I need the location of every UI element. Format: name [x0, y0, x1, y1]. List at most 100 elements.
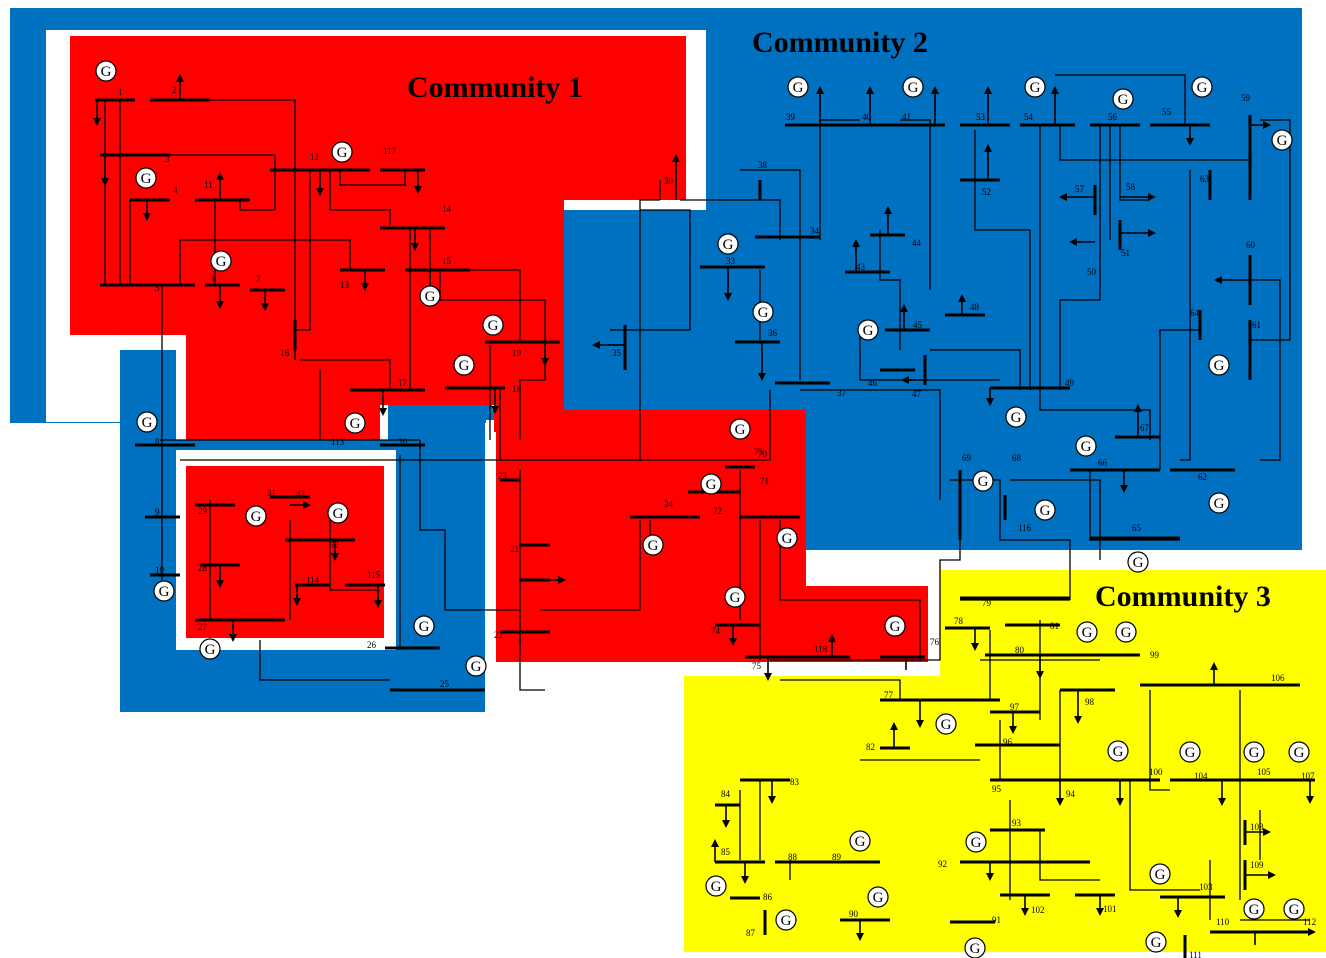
- svg-text:G: G: [459, 358, 470, 374]
- bus-label: 58: [1126, 182, 1136, 192]
- bus-label: 105: [1257, 767, 1271, 777]
- bus-label: 26: [367, 640, 377, 650]
- generator-icon: G: [1146, 932, 1166, 952]
- generator-icon: G: [777, 528, 797, 548]
- svg-text:G: G: [1133, 555, 1144, 571]
- bus-label: 83: [790, 777, 800, 787]
- svg-text:G: G: [471, 659, 482, 675]
- svg-text:G: G: [1294, 745, 1305, 761]
- bus-label: 110: [1216, 917, 1230, 927]
- bus-label: 4: [173, 185, 178, 195]
- bus-label: 93: [1012, 818, 1022, 828]
- bus-label: 1: [118, 87, 123, 97]
- bus-label: 100: [1149, 767, 1163, 777]
- bus-label: 43: [856, 262, 866, 272]
- bus-label: 12: [310, 152, 319, 162]
- generator-icon: G: [1025, 77, 1045, 97]
- bus-label: 11: [204, 180, 213, 190]
- bus-label: 104: [1194, 771, 1208, 781]
- bus-label: 33: [726, 256, 736, 266]
- svg-text:G: G: [419, 619, 430, 635]
- svg-text:G: G: [758, 305, 769, 321]
- svg-text:G: G: [1249, 902, 1260, 918]
- bus-label: 64: [1190, 308, 1200, 318]
- bus-label: 88: [788, 852, 798, 862]
- generator-icon: G: [1113, 89, 1133, 109]
- bus-label: 3: [165, 154, 170, 164]
- bus-label: 14: [442, 204, 452, 214]
- bus-label: 40: [862, 112, 872, 122]
- bus-label: 106: [1271, 673, 1285, 683]
- community-2-label: Community 2: [752, 26, 928, 59]
- bus-label: 96: [1003, 737, 1013, 747]
- bus-label: 69: [962, 453, 972, 463]
- bus-label: 74: [711, 626, 721, 636]
- bus-label: 85: [721, 847, 731, 857]
- bus-label: 31: [267, 488, 276, 498]
- generator-icon: G: [200, 639, 220, 659]
- bus-label: 87: [746, 928, 756, 938]
- generator-icon: G: [1244, 899, 1264, 919]
- bus-label: 55: [1162, 107, 1172, 117]
- svg-text:G: G: [1113, 744, 1124, 760]
- svg-text:G: G: [205, 642, 216, 658]
- generator-icon: G: [414, 616, 434, 636]
- generator-icon: G: [1108, 741, 1128, 761]
- svg-text:G: G: [1011, 410, 1022, 426]
- generator-icon: G: [973, 471, 993, 491]
- generator-icon: G: [332, 142, 352, 162]
- bus-label: 24: [664, 499, 674, 509]
- generator-icon: G: [701, 474, 721, 494]
- svg-text:G: G: [793, 80, 804, 96]
- generator-icon: G: [718, 234, 738, 254]
- svg-text:G: G: [1214, 358, 1225, 374]
- bus-label: 115: [367, 570, 381, 580]
- bus-label: 107: [1301, 771, 1315, 781]
- svg-text:G: G: [1197, 80, 1208, 96]
- svg-text:G: G: [941, 717, 952, 733]
- svg-text:G: G: [1289, 902, 1300, 918]
- generator-icon: G: [788, 77, 808, 97]
- svg-text:G: G: [1121, 625, 1132, 641]
- bus-label: 113: [331, 437, 345, 447]
- svg-text:G: G: [855, 834, 866, 850]
- svg-text:G: G: [142, 415, 153, 431]
- svg-text:G: G: [350, 416, 361, 432]
- generator-icon: G: [96, 61, 116, 81]
- bus-label: 97: [1010, 702, 1020, 712]
- bus-label: 34: [810, 226, 820, 236]
- svg-text:G: G: [141, 171, 152, 187]
- svg-text:G: G: [730, 590, 741, 606]
- svg-text:G: G: [216, 254, 227, 270]
- bus-label: 114: [306, 575, 320, 585]
- bus-label: 19: [512, 348, 522, 358]
- generator-icon: G: [1289, 742, 1309, 762]
- bus-label: 90: [849, 909, 859, 919]
- generator-icon: G: [211, 251, 231, 271]
- bus-label: 77: [884, 690, 894, 700]
- bus-label: 86: [763, 892, 773, 902]
- generator-icon: G: [1272, 130, 1292, 150]
- svg-text:G: G: [1040, 503, 1051, 519]
- generator-icon: G: [1006, 407, 1026, 427]
- bus-label: 103: [1199, 882, 1213, 892]
- svg-text:G: G: [782, 531, 793, 547]
- generator-icon: G: [903, 77, 923, 97]
- bus-label: 42: [296, 489, 305, 499]
- generator-icon: G: [850, 831, 870, 851]
- bus-label: 59: [1241, 93, 1251, 103]
- bus-label: 44: [912, 238, 922, 248]
- bus-label: 45: [913, 320, 923, 330]
- svg-text:G: G: [1214, 496, 1225, 512]
- svg-text:G: G: [890, 619, 901, 635]
- bus-label: 46: [868, 378, 878, 388]
- bus-label: 8: [155, 437, 160, 447]
- bus-label: 79: [982, 598, 992, 608]
- generator-icon: G: [420, 286, 440, 306]
- bus-label: 25: [440, 679, 450, 689]
- generator-icon: G: [466, 656, 486, 676]
- generator-icon: G: [858, 320, 878, 340]
- svg-text:G: G: [101, 64, 112, 80]
- bus-label: 9: [155, 507, 160, 517]
